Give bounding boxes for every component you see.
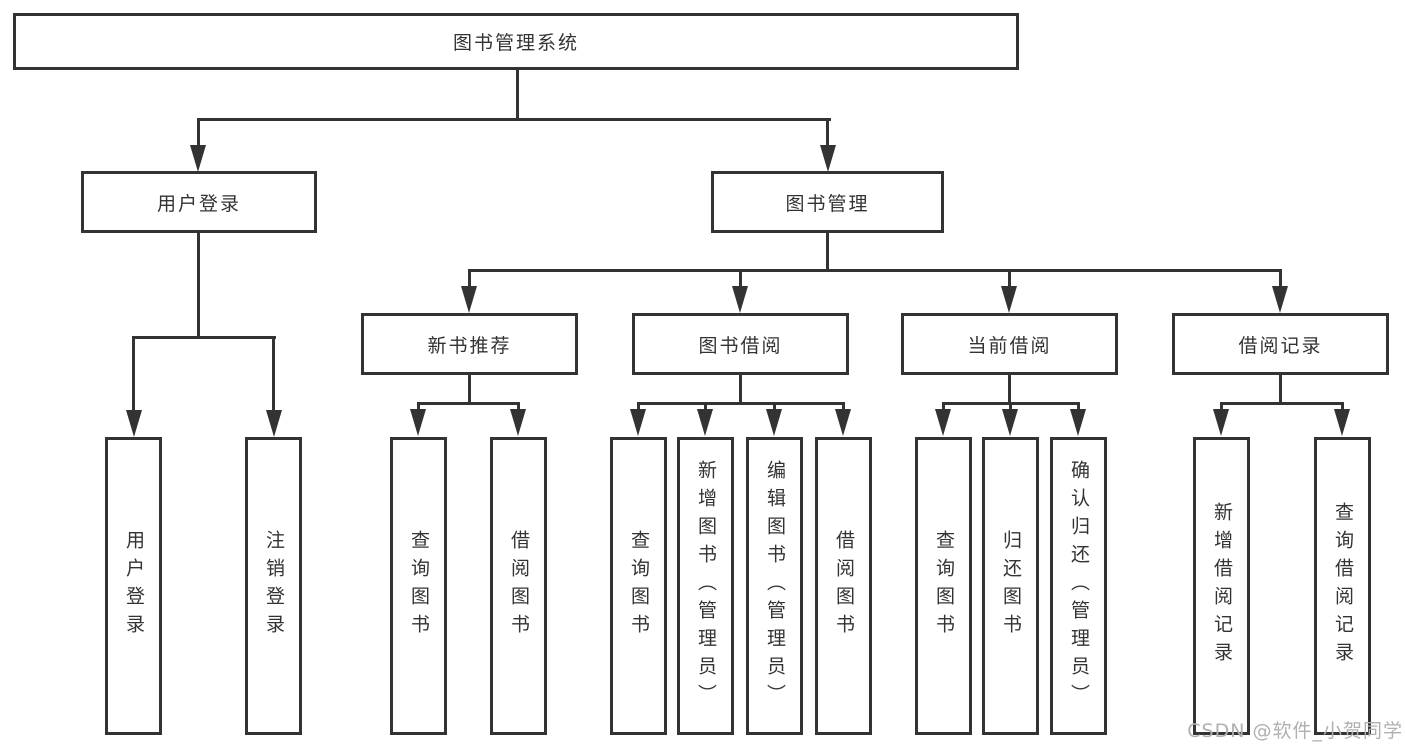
connector-leaf-drop: [517, 405, 520, 411]
leaf-query-books-current: 查询图书: [915, 437, 972, 735]
leaf-user-login: 用户登录: [105, 437, 162, 735]
leaf-borrow-books-recommend: 借阅图书: [490, 437, 547, 735]
connector-book-borrow-vertical: [739, 375, 742, 404]
leaf-query-borrow-record: 查询借阅记录: [1314, 437, 1371, 735]
leaf-confirm-return-admin: 确认归还（管理员）: [1050, 437, 1107, 735]
arrow-down-icon: [732, 286, 748, 313]
leaf-logout: 注销登录: [245, 437, 302, 735]
connector-level3-drop: [739, 272, 742, 288]
arrow-down-icon: [820, 145, 836, 172]
connector-current-borrow-horizontal: [942, 402, 1080, 405]
connector-leaf-drop: [272, 339, 275, 412]
arrow-down-icon: [935, 409, 951, 436]
connector-root-vertical: [516, 70, 519, 121]
connector-new-book-horizontal: [417, 402, 520, 405]
watermark: CSDN @软件_小贺同学: [1187, 720, 1403, 742]
node-user-login: 用户登录: [81, 171, 317, 233]
connector-level3-drop: [1279, 272, 1282, 288]
connector-leaf-drop: [773, 405, 776, 411]
leaf-query-books-borrow: 查询图书: [610, 437, 667, 735]
connector-book-borrow-horizontal: [637, 402, 845, 405]
leaf-edit-books-admin: 编辑图书（管理员）: [746, 437, 803, 735]
node-new-book-recommend: 新书推荐: [361, 313, 578, 375]
connector-user-login-drop: [197, 121, 200, 148]
arrow-down-icon: [461, 286, 477, 313]
connector-leaf-drop: [942, 405, 945, 411]
connector-leaf-drop: [1077, 405, 1080, 411]
arrow-down-icon: [1213, 409, 1229, 436]
arrow-down-icon: [510, 409, 526, 436]
arrow-down-icon: [410, 409, 426, 436]
arrow-down-icon: [697, 409, 713, 436]
node-book-borrow: 图书借阅: [632, 313, 849, 375]
arrow-down-icon: [630, 409, 646, 436]
arrow-down-icon: [266, 410, 282, 437]
connector-book-management-drop: [826, 121, 829, 148]
arrow-down-icon: [1002, 409, 1018, 436]
connector-level3-drop: [1008, 272, 1011, 288]
arrow-down-icon: [190, 145, 206, 172]
arrow-down-icon: [1070, 409, 1086, 436]
connector-borrow-records-vertical: [1279, 375, 1282, 404]
connector-leaf-drop: [637, 405, 640, 411]
leaf-query-books-recommend: 查询图书: [390, 437, 447, 735]
connector-leaf-drop: [1341, 405, 1344, 411]
node-book-management: 图书管理: [711, 171, 944, 233]
connector-borrow-records-horizontal: [1220, 402, 1344, 405]
connector-new-book-vertical: [468, 375, 471, 404]
node-borrow-records: 借阅记录: [1172, 313, 1389, 375]
connector-leaf-drop: [1009, 405, 1012, 411]
node-root: 图书管理系统: [13, 13, 1019, 70]
arrow-down-icon: [835, 409, 851, 436]
leaf-return-books: 归还图书: [982, 437, 1039, 735]
connector-book-management-horizontal: [468, 269, 1282, 272]
connector-level3-drop: [468, 272, 471, 288]
connector-user-login-vertical: [197, 233, 200, 338]
node-current-borrow: 当前借阅: [901, 313, 1118, 375]
connector-leaf-drop: [704, 405, 707, 411]
connector-leaf-drop: [1220, 405, 1223, 411]
connector-user-login-horizontal: [132, 336, 276, 339]
arrow-down-icon: [1272, 286, 1288, 313]
connector-root-horizontal: [197, 118, 831, 121]
connector-leaf-drop: [132, 339, 135, 412]
arrow-down-icon: [1334, 409, 1350, 436]
leaf-add-borrow-record: 新增借阅记录: [1193, 437, 1250, 735]
connector-leaf-drop: [842, 405, 845, 411]
connector-leaf-drop: [417, 405, 420, 411]
connector-current-borrow-vertical: [1008, 375, 1011, 404]
arrow-down-icon: [1001, 286, 1017, 313]
leaf-borrow-books: 借阅图书: [815, 437, 872, 735]
arrow-down-icon: [126, 410, 142, 437]
leaf-add-books-admin: 新增图书（管理员）: [677, 437, 734, 735]
connector-book-management-vertical: [826, 233, 829, 269]
arrow-down-icon: [766, 409, 782, 436]
